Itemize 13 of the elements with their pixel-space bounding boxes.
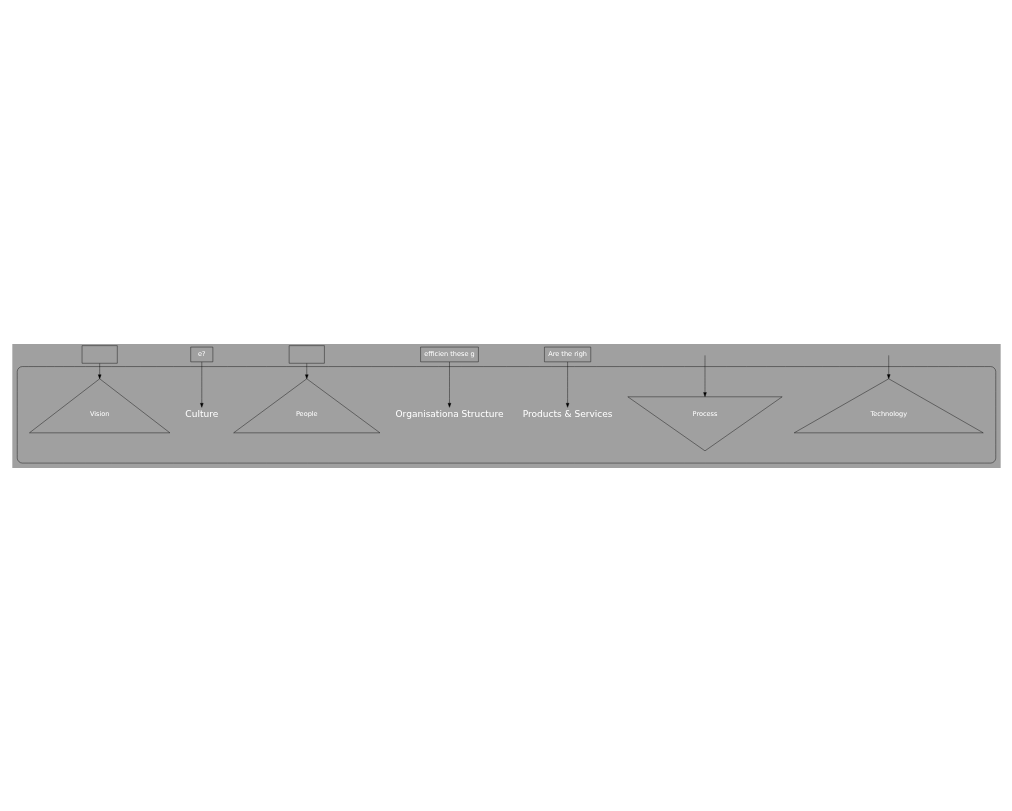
arrow	[447, 361, 451, 408]
arrow	[565, 361, 569, 408]
cluster	[16, 365, 996, 463]
node-text: Organisationa Structure	[395, 408, 503, 419]
node-box	[288, 344, 325, 363]
arrow	[702, 354, 707, 397]
arrow	[97, 362, 101, 379]
node-text: Products & Services	[522, 408, 612, 419]
arrow	[304, 362, 308, 379]
arrow	[886, 354, 890, 379]
node-box	[81, 344, 117, 363]
node-text: Culture	[184, 408, 218, 419]
arrow	[199, 361, 203, 408]
